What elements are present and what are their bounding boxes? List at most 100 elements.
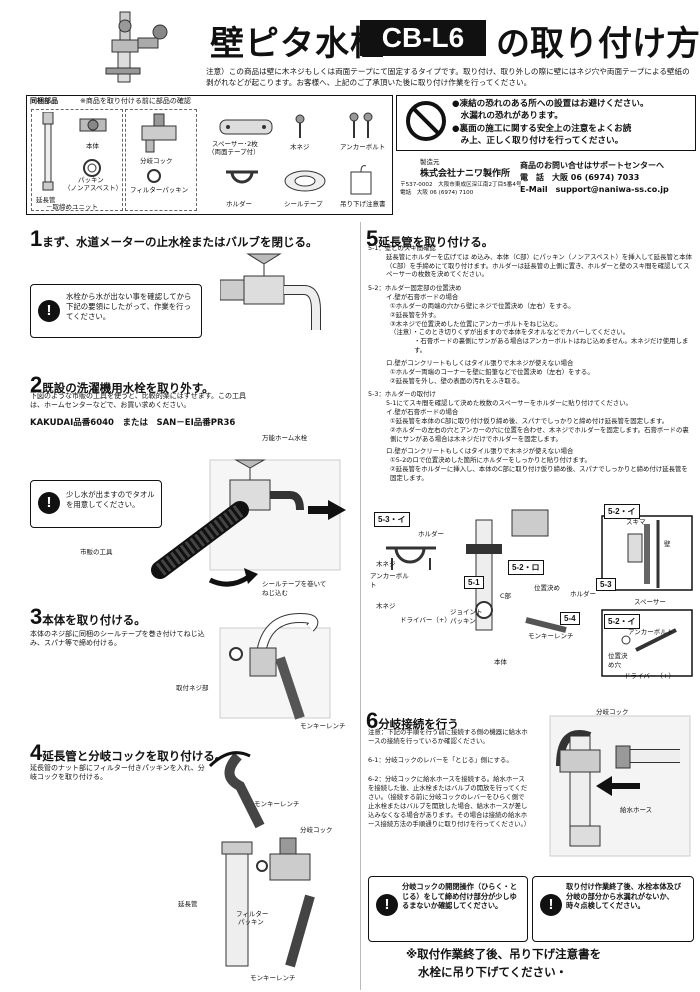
hanging-tag-icon: [350, 165, 372, 195]
step5-3-b1: ①5-2のロで位置決めした箇所にホルダーをしっかりと貼り付けます。: [390, 456, 591, 465]
maker-label: 製造元: [420, 158, 440, 166]
step3-text: 本体のネジ部に同梱のシールテープを巻き付けてねじ込み、スパナ等で締め付ける。: [30, 630, 205, 648]
part-label-filter: フィルターパッキン: [130, 186, 189, 194]
holder-icon: [226, 170, 258, 184]
included-parts-box: [26, 95, 393, 215]
caution-icon: !: [38, 300, 60, 322]
part-label-extension-sub: －取締めユニット: [46, 203, 98, 211]
filter-packing-icon: [147, 169, 161, 183]
part-label-body: 本体: [86, 142, 99, 150]
step5-3-a1: ①延長管を本体のC部に取り付け仮り締め後、スパナでしっかりと締め付け延長管を固定…: [390, 416, 668, 425]
label-thread: 取付ネジ部: [176, 684, 209, 692]
water-faucet-illustration: [220, 253, 321, 330]
caution-icon: !: [38, 492, 60, 514]
hose-connection-illustration: [549, 715, 691, 857]
label-cock-6: 分岐コック: [596, 708, 629, 716]
part-label-seal: シールテープ: [284, 200, 323, 208]
diagram-label-5-2-ro: 5-2・ロ: [508, 560, 544, 575]
branch-cock-icon: [141, 113, 177, 153]
warning-line-2: 水漏れの恐れがあります。: [452, 111, 563, 122]
part-label-branch: 分岐コック: [140, 157, 173, 165]
part-label-anchor: アンカーボルト: [340, 143, 386, 151]
diagram-label-5-2-i: 5-2・イ: [604, 504, 640, 519]
column-divider: [360, 222, 361, 990]
dlabel-driver: ドライバー（+）: [400, 616, 451, 624]
dlabel-spacer: スペーサー: [634, 598, 666, 606]
step5-2-a2: ②延長管を外す。: [390, 310, 440, 319]
seal-tape-icon: [284, 170, 326, 192]
step6-2: 6-2：分岐コックに給水ホースを接続する。給水ホースを接続した後、止水栓またはバ…: [368, 774, 531, 828]
parts-heading: 同梱部品: [30, 97, 58, 105]
step2-caution-text: 少し水が出ますのでタオルを用意してください。: [66, 490, 155, 509]
step5-2-a1: ①ホルダーの両端の穴から壁にネジで位置決め（左右）をする。: [390, 301, 575, 310]
step5-number: 5: [366, 226, 379, 251]
dlabel-anchor: アンカーボルト: [370, 572, 409, 589]
step5-2-a4: （注意）・このとき切りくずが出ますので本体をタオルなどでカバーしてください。: [390, 328, 630, 337]
step6-title: 分岐接続を行う: [378, 717, 459, 731]
label-tool: 市販の工具: [80, 548, 113, 556]
diagram-label-5-3: 5-3: [596, 578, 616, 591]
dlabel-gap: スキマ: [626, 518, 646, 526]
label-extension-4: 延長管: [178, 900, 198, 908]
wood-screw-icon: [295, 114, 305, 138]
step6-number: 6: [366, 708, 379, 733]
diagram-label-5-4: 5-4: [560, 612, 580, 625]
footer-line-1: ※取付作業終了後、吊り下げ注意書を: [406, 947, 602, 961]
step4-number: 4: [30, 740, 43, 765]
dlabel-anchor2: アンカーボルト: [628, 628, 674, 636]
part-label-tag: 吊り下げ注意書: [340, 200, 386, 208]
step6-1: 6-1：分岐コックのレバーを「とじる」側にする。: [368, 755, 513, 764]
page-title-suffix: の取り付け方: [496, 24, 700, 64]
step5-3-a2: ②ホルダーの左右の穴とアンカーの穴に位置を合わせ、木ネジでホルダーを固定します。…: [390, 425, 689, 443]
step5-2-a5: ・石膏ボードの裏側にサンがある場合はアンカーボルトはねじ込めません。木ネジだけ使…: [414, 337, 689, 355]
dlabel-wall: 壁: [664, 540, 671, 548]
support-mail: E-Mail support@naniwa-ss.co.jp: [520, 185, 669, 194]
warning-line-4: み上、正しく取り付けを行ってください。: [452, 136, 624, 147]
label-wrench-3: モンキーレンチ: [300, 722, 346, 730]
step5-3-b: ロ.壁がコンクリートもしくはタイル張りで木ネジが使えない場合: [386, 447, 574, 456]
maker-address: 〒537-0002 大阪市東成区深江南2丁目5番4号: [400, 182, 522, 188]
body-install-illustration: [219, 612, 331, 720]
step6-note: 注意：下記の手順を行う前に接続する側の機器に給水ホースの接続を行っているか確認く…: [368, 728, 528, 745]
step5-2-b2: ②延長管を外し、壁の表面の汚れをふき取る。: [390, 376, 524, 385]
label-hose-6: 給水ホース: [620, 806, 653, 814]
label-cock-4: 分岐コック: [300, 826, 333, 834]
step2-products: KAKUDAI品番6040 または SAN－EI品番PR36: [30, 418, 236, 428]
step5-1-head: 5-1：壁とのスキ間確認: [368, 244, 436, 252]
step5-2-b: ロ.壁がコンクリートもしくはタイル張りで木ネジが使えない場合: [386, 358, 574, 367]
caution-icon: !: [376, 894, 398, 916]
label-packing-4: パッキン: [238, 918, 264, 926]
dlabel-holder2: ホルダー: [570, 590, 596, 598]
packing-ring-icon: [83, 159, 101, 177]
step4-title: 延長管と分岐コックを取り付ける。: [42, 749, 227, 763]
spacer-icon: [219, 119, 273, 135]
footer-line-2: 水栓に吊り下げてください・: [418, 965, 568, 979]
parts-group-1: [31, 109, 123, 211]
step6-caution-1: 分岐コックの開閉操作（ひらく・とじる）をして締め付け部分が少しゆるまないか確認し…: [402, 882, 518, 911]
extension-pipe-icon: [42, 112, 54, 191]
label-wrench-4a: モンキーレンチ: [254, 800, 300, 808]
step3-number: 3: [30, 604, 43, 629]
warning-line-1: ●凍結の恐れのある所への設置はお避けください。: [452, 99, 649, 109]
part-label-packing: パッキン: [78, 176, 104, 184]
dlabel-screw: 木ネジ: [376, 560, 396, 568]
step2-text: 下図のような市販の工具を使うと、比較的楽にはずせます。この工具は、ホームセンター…: [30, 392, 247, 410]
dlabel-wrench: モンキーレンチ: [528, 632, 574, 640]
page-title: 壁ピタ水栓: [210, 24, 385, 64]
step1-number: 1: [30, 226, 43, 251]
faucet-product-illustration: [105, 11, 168, 83]
part-label-holder: ホルダー: [226, 200, 252, 208]
step5-3-head: 5-3：ホルダーの取付け: [368, 390, 436, 399]
model-number: CB-L6: [360, 20, 486, 56]
step5-2-b1: ①ホルダー両端のコーナーを壁に鉛筆などで位置決め（左右）をする。: [390, 367, 594, 376]
dlabel-c-part: C部: [500, 592, 512, 600]
step1-title: まず、水道メーターの止水栓またはバルブを閉じる。: [42, 235, 318, 249]
prohibited-icon: [406, 101, 446, 141]
dlabel-driver2: ドライバー（+）: [624, 672, 675, 680]
step4-text: 延長管のナット部にフィルター付きパッキンを入れ、分岐コックを取り付ける。: [30, 764, 205, 782]
diagram-label-5-1: 5-1: [464, 576, 484, 589]
anchor-bolt-icon: [349, 112, 373, 138]
part-label-packing-sub: （ノンアスベスト）: [64, 184, 123, 192]
support-label: 商品のお問い合せはサポートセンターへ: [520, 161, 664, 170]
dlabel-body: 本体: [494, 658, 507, 666]
